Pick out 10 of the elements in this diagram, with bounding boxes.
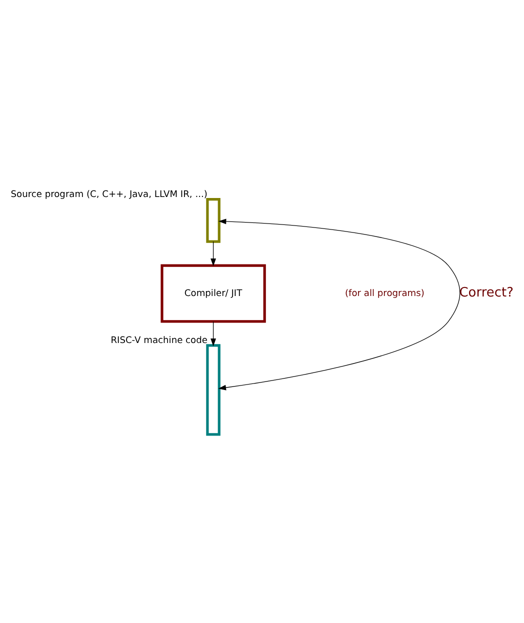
edge-label: Correct?	[459, 285, 514, 300]
arrow	[210, 320, 216, 346]
label: (for all programs)	[345, 288, 424, 298]
node-label: RISC-V machine code	[110, 335, 208, 346]
node-box	[206, 344, 220, 436]
node-label: Source program (C, C++, Java, LLVM IR, ...)	[10, 189, 208, 200]
arrow	[210, 240, 216, 266]
node-box	[206, 198, 220, 242]
node-box: Compiler/ JIT	[160, 264, 266, 322]
arrow	[218, 218, 460, 390]
